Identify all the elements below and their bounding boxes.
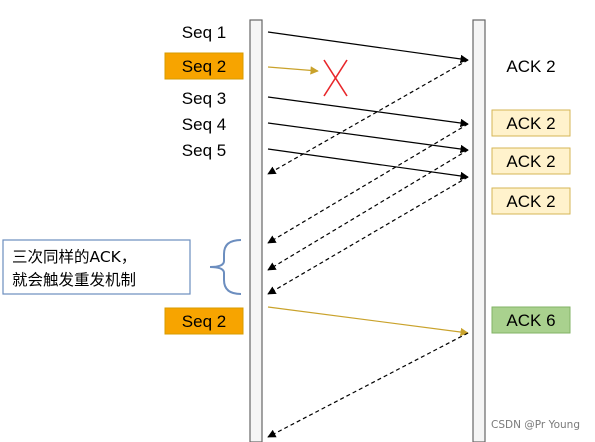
seq2-lost-arrow bbox=[267, 66, 319, 75]
ack2-dup3-arrow bbox=[267, 176, 469, 295]
seq5-arrow bbox=[267, 148, 469, 181]
seq2-retransmit-highlight bbox=[164, 307, 244, 335]
seq4-label: Seq 4 bbox=[182, 115, 226, 134]
annotation-box bbox=[2, 239, 191, 295]
seq2-lost-label: Seq 2 bbox=[182, 57, 226, 76]
annotation-line-2: 就会触发重发机制 bbox=[12, 271, 136, 289]
seq2-retransmit-label: Seq 2 bbox=[182, 312, 226, 331]
ack2-first-arrow bbox=[267, 59, 469, 175]
seq1-label: Seq 1 bbox=[182, 23, 226, 42]
cross-mark-icon bbox=[323, 59, 348, 97]
ack2-dup3-label: ACK 2 bbox=[506, 192, 555, 211]
annotation-brace bbox=[209, 239, 242, 295]
annotation-line-1: 三次同样的ACK， bbox=[12, 248, 136, 266]
ack2-dup2-arrow bbox=[267, 149, 469, 271]
ack2-first-label: ACK 2 bbox=[506, 57, 555, 76]
ack2-dup1-arrow bbox=[267, 123, 469, 244]
seq3-label: Seq 3 bbox=[182, 89, 226, 108]
ack2-dup2-label: ACK 2 bbox=[506, 152, 555, 171]
sender-timeline bbox=[249, 19, 263, 442]
dup-ack-box-1 bbox=[491, 109, 571, 137]
ack2-dup1-label: ACK 2 bbox=[506, 114, 555, 133]
seq2-lost-highlight bbox=[164, 52, 244, 80]
seq4-arrow bbox=[267, 122, 469, 154]
watermark: CSDN @Pr Young bbox=[491, 419, 580, 431]
dup-ack-box-3 bbox=[491, 187, 571, 215]
seq3-arrow bbox=[267, 96, 469, 128]
seq2-retransmit-arrow bbox=[267, 306, 469, 337]
receiver-timeline bbox=[472, 19, 486, 442]
final-ack-box bbox=[491, 306, 571, 334]
seq1-arrow bbox=[267, 31, 469, 64]
ack6-arrow bbox=[267, 332, 469, 438]
ack6-label: ACK 6 bbox=[506, 311, 555, 330]
seq5-label: Seq 5 bbox=[182, 141, 226, 160]
dup-ack-box-2 bbox=[491, 147, 571, 175]
